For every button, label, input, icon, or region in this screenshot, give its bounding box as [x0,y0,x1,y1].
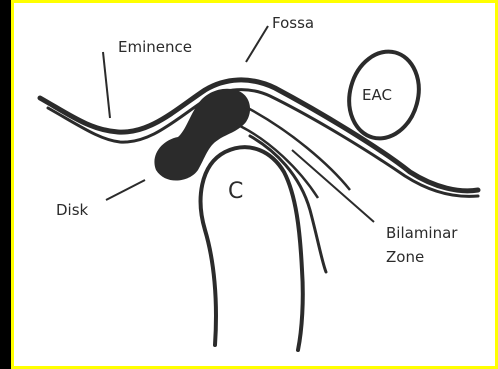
label-eminence: Eminence [118,38,192,56]
ramus-posterior-outline [250,136,326,272]
label-disk: Disk [56,201,89,219]
bilaminar-leader-line [292,150,374,222]
condyle-outline [201,147,303,350]
temporal-bone-outline [40,80,478,191]
eminence-leader-line [103,52,110,118]
articular-disk [154,89,250,181]
label-bilaminar: Bilaminar [386,224,458,242]
fossa-leader-line [246,26,268,62]
label-fossa: Fossa [272,14,314,32]
label-eac: EAC [362,86,392,104]
disk-leader-line [106,180,145,200]
label-condyle: C [228,179,243,204]
label-zone: Zone [386,248,424,266]
